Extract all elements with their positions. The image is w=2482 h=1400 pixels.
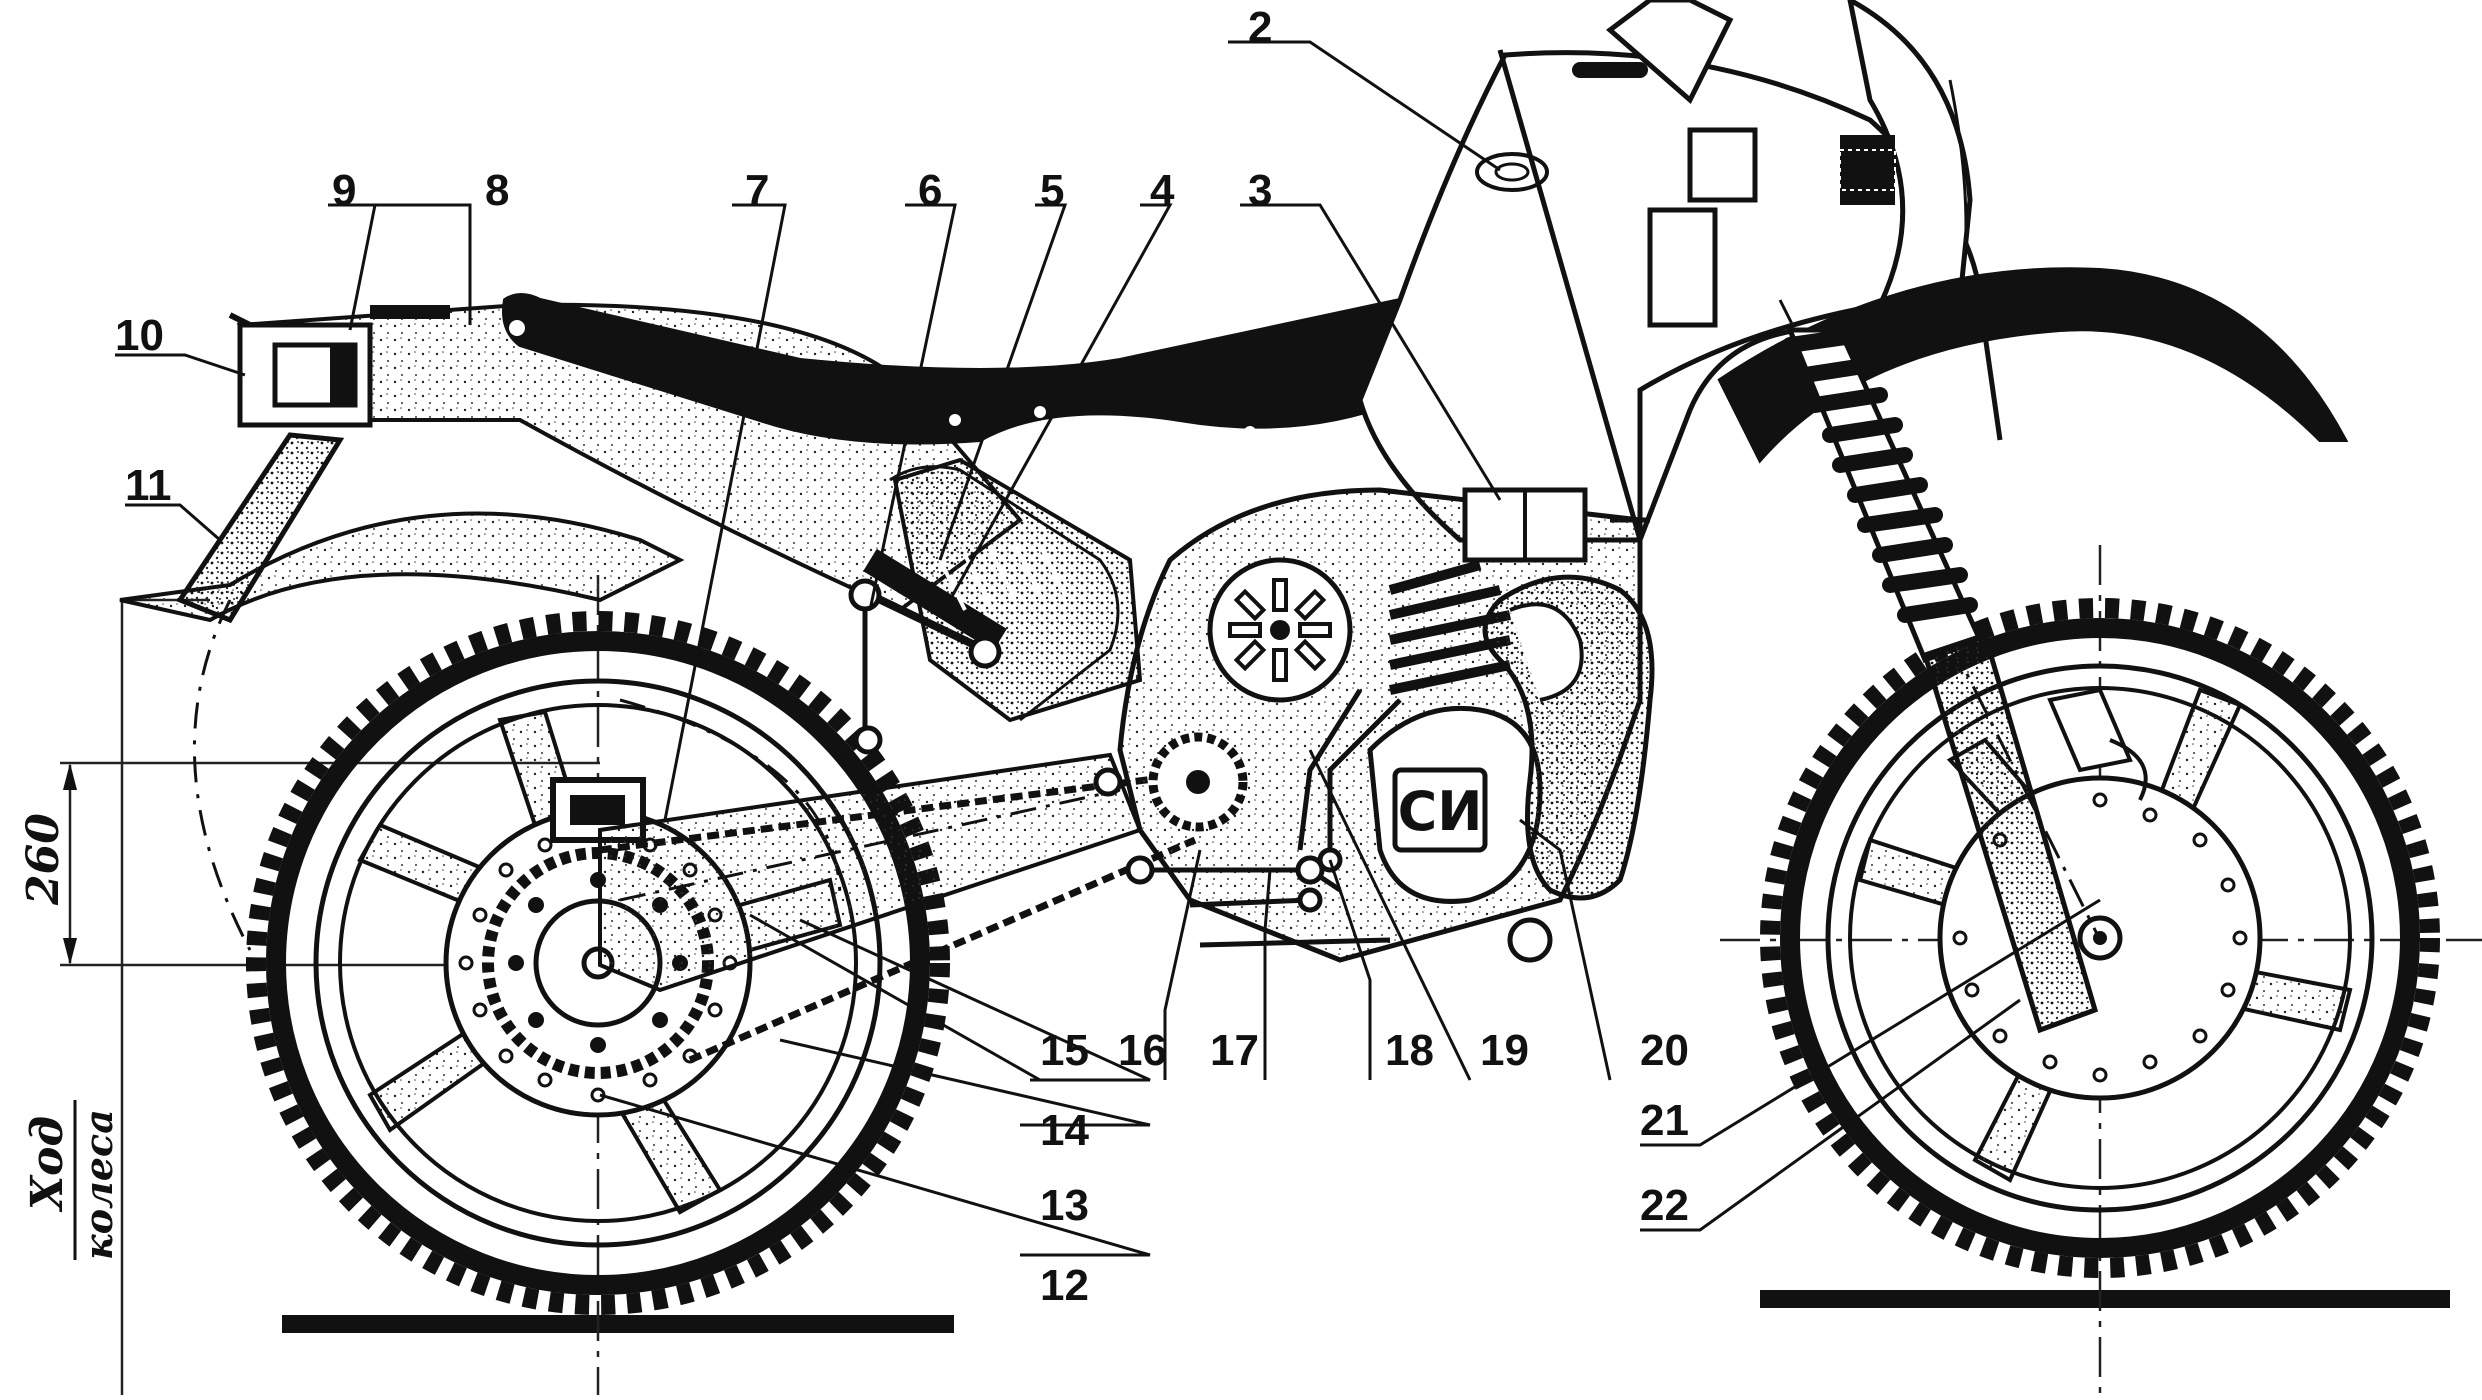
callout-22: 22 <box>1640 1181 1689 1230</box>
ground-bar-rear <box>282 1315 954 1333</box>
travel-label-bottom: колеса <box>76 1109 121 1260</box>
fuel-cap <box>1475 152 1549 192</box>
callout-16: 16 <box>1118 1026 1167 1075</box>
headlight-mount <box>1840 135 1895 205</box>
callout-3: 3 <box>1248 166 1272 215</box>
exhaust-pipe <box>1482 574 1655 901</box>
leader-lines <box>115 40 2101 1257</box>
callout-12: 12 <box>1040 1261 1089 1310</box>
engine-logo-text: СИ <box>1398 780 1483 843</box>
front-fairing <box>1572 0 1973 328</box>
travel-label-top: Ход <box>22 1116 73 1213</box>
engine-logo <box>1392 767 1488 853</box>
callout-2: 2 <box>1248 3 1272 52</box>
callout-4: 4 <box>1150 166 1175 215</box>
dimension-260-label: 260 <box>18 813 69 906</box>
callout-13: 13 <box>1040 1181 1089 1230</box>
callout-19: 19 <box>1480 1026 1529 1075</box>
callout-21: 21 <box>1640 1096 1689 1145</box>
swingarm <box>598 752 1143 993</box>
callout-11: 11 <box>125 461 172 510</box>
callout-18: 18 <box>1385 1026 1434 1075</box>
callout-10: 10 <box>115 311 164 360</box>
rear-reflector-bracket <box>176 432 345 624</box>
ground-bar-front <box>1760 1290 2450 1308</box>
callout-20: 20 <box>1640 1026 1689 1075</box>
callout-14: 14 <box>1040 1106 1089 1155</box>
callout-15: 15 <box>1040 1026 1089 1075</box>
callout-6: 6 <box>918 166 942 215</box>
drive-chain <box>599 771 1197 1064</box>
front-fender <box>1717 267 2349 464</box>
callout-8: 8 <box>485 166 509 215</box>
wheel-travel-label: Ход колеса <box>22 1100 121 1260</box>
callout-7: 7 <box>745 166 769 215</box>
tail-light <box>228 305 450 428</box>
front-fork <box>1778 299 2148 1034</box>
callout-5: 5 <box>1040 166 1064 215</box>
callout-17: 17 <box>1210 1026 1259 1075</box>
callout-9: 9 <box>332 166 356 215</box>
callout-numbers: 2 3 4 5 6 7 8 9 10 11 12 13 14 15 16 17 … <box>115 3 1689 1310</box>
speedo-box <box>1647 207 1718 328</box>
dimension-260: 260 <box>18 763 77 965</box>
